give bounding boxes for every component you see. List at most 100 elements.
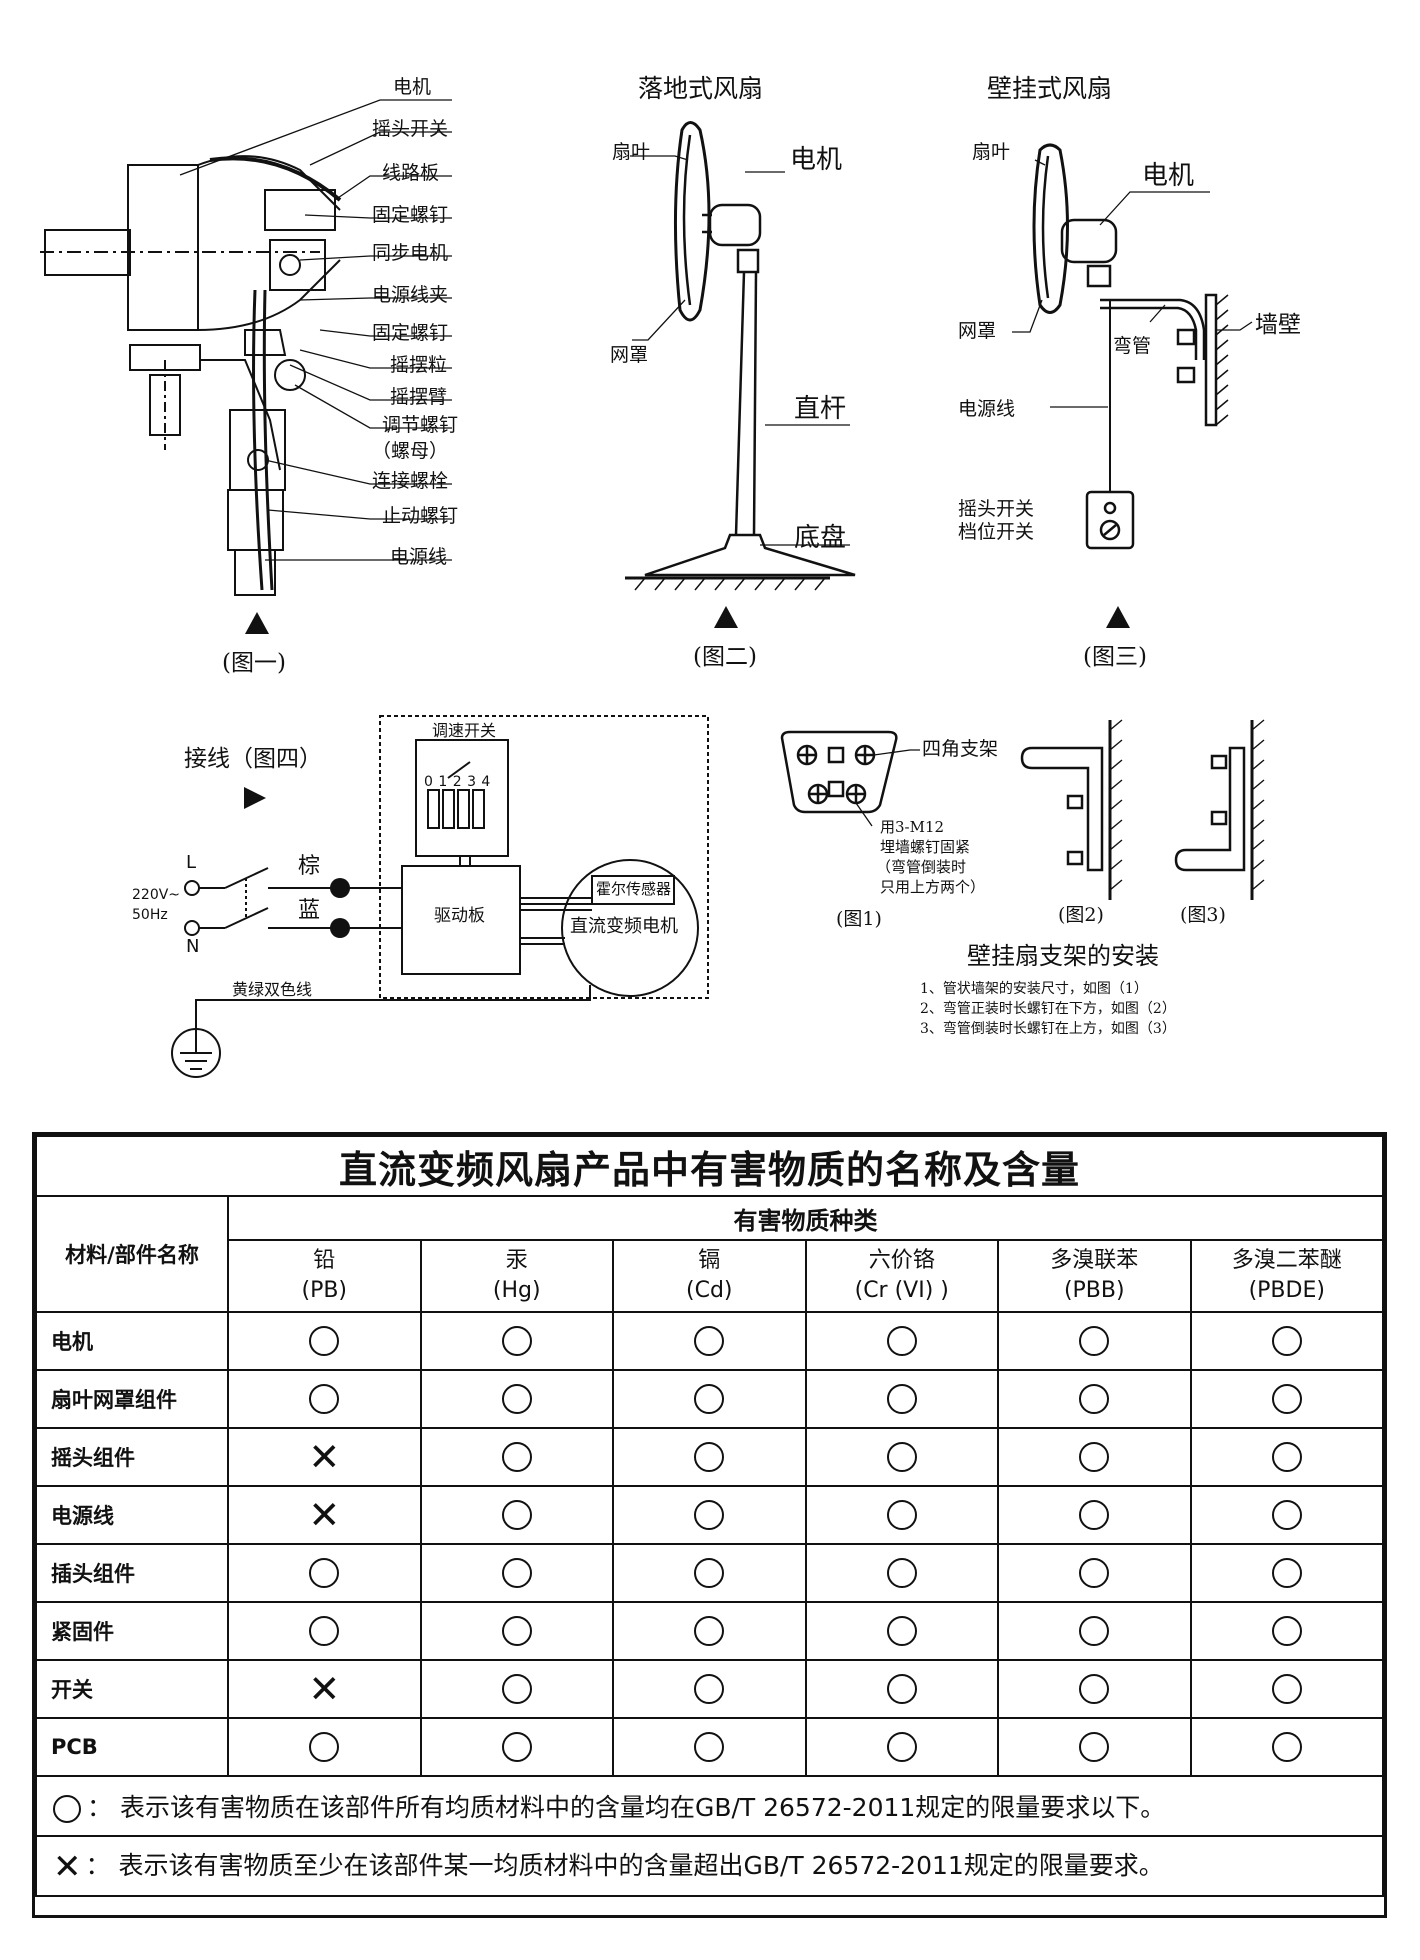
table-cell bbox=[227, 1717, 422, 1777]
table-note-circle: ： 表示该有害物质在该部件所有均质材料中的含量均在GB/T 26572-2011… bbox=[35, 1775, 1384, 1837]
fig1-label-stop-screw: 止动螺钉 bbox=[382, 505, 459, 527]
wiring-label-n: N bbox=[186, 936, 200, 957]
fig1-label-power-cord: 电源线 bbox=[390, 546, 448, 568]
fig2-label-motor: 电机 bbox=[790, 145, 843, 175]
table-cell bbox=[997, 1717, 1192, 1777]
circle-mark-icon bbox=[1079, 1442, 1110, 1472]
table-cell bbox=[804, 1717, 999, 1777]
circle-mark-icon bbox=[1079, 1674, 1110, 1704]
table-cell bbox=[227, 1311, 422, 1371]
fig3-label-wall: 墙壁 bbox=[1255, 312, 1301, 338]
table-cell bbox=[612, 1717, 807, 1777]
substance-symbol: (PBDE) bbox=[1248, 1278, 1325, 1303]
cross-mark-icon: ✕ bbox=[308, 1667, 341, 1711]
cross-mark-icon: ✕ bbox=[308, 1493, 341, 1537]
circle-mark-icon bbox=[886, 1558, 917, 1588]
table-row: 电源线 ✕ bbox=[35, 1485, 1384, 1545]
fig3-label-cord: 电源线 bbox=[958, 398, 1016, 420]
fig1-label-cord-clamp: 电源线夹 bbox=[372, 284, 449, 306]
four-corner-bracket-label: 四角支架 bbox=[922, 738, 999, 760]
table-cell bbox=[997, 1427, 1192, 1487]
table-cell bbox=[1189, 1485, 1384, 1545]
table-header-substance: 汞(Hg) bbox=[419, 1239, 614, 1313]
bracket-caption-3: (图3) bbox=[1180, 904, 1226, 926]
table-cell bbox=[804, 1369, 999, 1429]
bracket-step-3: 3、弯管倒装时长螺钉在上方，如图（3） bbox=[920, 1021, 1176, 1037]
circle-mark-icon bbox=[501, 1384, 532, 1414]
fig3-label-motor: 电机 bbox=[1142, 161, 1195, 191]
fig2-drawing bbox=[625, 121, 856, 591]
fig1-caption: (图一) bbox=[222, 650, 286, 676]
circle-mark-icon bbox=[886, 1500, 917, 1530]
fig3-drawing bbox=[1012, 143, 1253, 550]
circle-mark-icon bbox=[1271, 1442, 1302, 1472]
ground-wire-label: 黄绿双色线 bbox=[232, 980, 313, 999]
bracket-note-1: 用3-M12 bbox=[880, 818, 945, 836]
circle-mark-icon bbox=[694, 1732, 725, 1762]
table-cell bbox=[804, 1485, 999, 1545]
table-cell bbox=[419, 1485, 614, 1545]
fig2-label-pole: 直杆 bbox=[794, 394, 847, 424]
speed-switch-positions: 0 1 2 3 4 bbox=[424, 774, 491, 790]
fig2-caption: (图二) bbox=[693, 644, 757, 670]
part-name: 紧固件 bbox=[35, 1601, 229, 1661]
circle-mark-icon bbox=[694, 1326, 725, 1356]
table-cell bbox=[804, 1601, 999, 1661]
table-cell bbox=[612, 1659, 807, 1719]
table-cell bbox=[612, 1427, 807, 1487]
substance-name: 铅 bbox=[313, 1248, 336, 1274]
circle-mark-icon bbox=[1271, 1558, 1302, 1588]
circle-mark-icon bbox=[694, 1500, 725, 1530]
wiring-frequency: 50Hz bbox=[132, 907, 168, 923]
circle-mark-icon bbox=[886, 1384, 917, 1414]
table-cell bbox=[997, 1659, 1192, 1719]
substance-symbol: (PB) bbox=[301, 1278, 348, 1303]
table-cell bbox=[612, 1485, 807, 1545]
wiring-label-l: L bbox=[186, 852, 197, 873]
wiring-blue: 蓝 bbox=[298, 898, 321, 923]
circle-mark-icon bbox=[1079, 1732, 1110, 1762]
bracket-note-4: 只用上方两个） bbox=[880, 878, 986, 896]
circle-mark-icon bbox=[694, 1384, 725, 1414]
fig1-label-swing-arm: 摇摆臂 bbox=[390, 386, 448, 408]
table-cell bbox=[1189, 1659, 1384, 1719]
circle-mark-icon bbox=[694, 1442, 725, 1472]
table-cell bbox=[1189, 1543, 1384, 1603]
table-cell bbox=[1189, 1369, 1384, 1429]
table-cell bbox=[1189, 1427, 1384, 1487]
fig3-label-guard: 网罩 bbox=[958, 320, 997, 342]
circle-mark-icon bbox=[1271, 1616, 1302, 1646]
fig3-arrow-icon bbox=[1106, 606, 1130, 628]
table-cell bbox=[997, 1369, 1192, 1429]
table-cell bbox=[419, 1601, 614, 1661]
part-name: 电机 bbox=[35, 1311, 229, 1371]
table-header-substance: 多溴二苯醚(PBDE) bbox=[1189, 1239, 1384, 1313]
circle-mark-icon bbox=[501, 1674, 532, 1704]
table-cell bbox=[804, 1659, 999, 1719]
substance-name: 多溴联苯 bbox=[1050, 1248, 1139, 1274]
table-cell bbox=[419, 1427, 614, 1487]
circle-mark-icon bbox=[886, 1326, 917, 1356]
table-cell: ✕ bbox=[227, 1427, 422, 1487]
fig1-label-fixing-screw-2: 固定螺钉 bbox=[372, 322, 449, 344]
bracket-note-3: （弯管倒装时 bbox=[876, 858, 967, 876]
circle-mark-icon bbox=[501, 1326, 532, 1356]
table-row: PCB bbox=[35, 1717, 1384, 1777]
fig2-label-base: 底盘 bbox=[794, 523, 847, 553]
circle-mark-icon bbox=[1079, 1384, 1110, 1414]
circle-mark-icon bbox=[309, 1384, 340, 1414]
bracket-caption-1: (图1) bbox=[836, 908, 882, 930]
circle-mark-icon bbox=[501, 1442, 532, 1472]
wiring-voltage: 220V~ bbox=[132, 887, 181, 903]
circle-mark-icon bbox=[501, 1732, 532, 1762]
wiring-arrow-icon bbox=[244, 787, 266, 809]
circle-mark-icon bbox=[53, 1795, 81, 1823]
table-header-substance: 镉(Cd) bbox=[612, 1239, 807, 1313]
fig2-title: 落地式风扇 bbox=[638, 74, 764, 103]
fig1-label-nut: （螺母） bbox=[372, 440, 449, 462]
part-name: 开关 bbox=[35, 1659, 229, 1719]
table-cell: ✕ bbox=[227, 1659, 422, 1719]
bracket-diagram bbox=[780, 719, 1265, 900]
table-cell bbox=[997, 1485, 1192, 1545]
part-name: 电源线 bbox=[35, 1485, 229, 1545]
